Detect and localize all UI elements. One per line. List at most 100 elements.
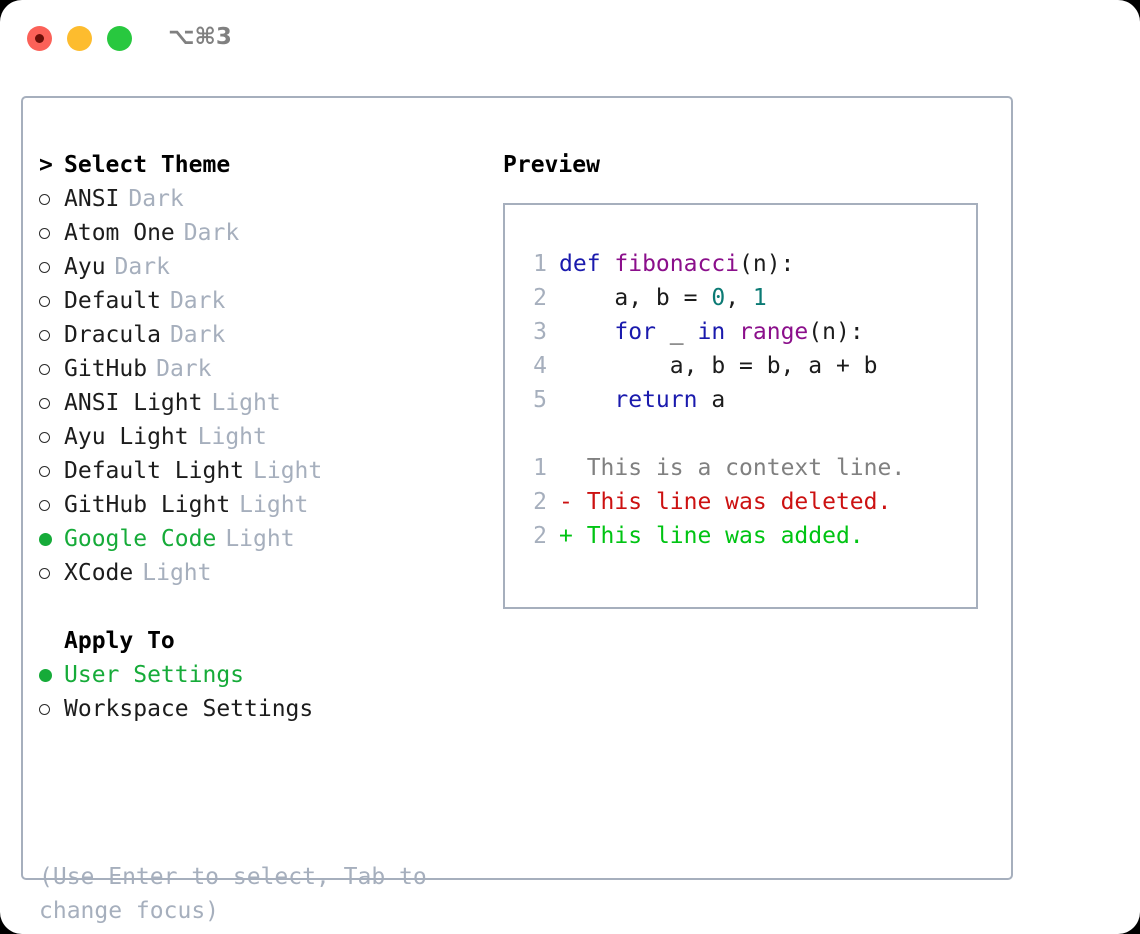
code-token [559, 319, 614, 345]
theme-list-item[interactable]: XCode Light [39, 556, 489, 590]
theme-list-item[interactable]: GitHub Light Light [39, 488, 489, 522]
code-token: in [697, 319, 726, 345]
code-token: a, b = [559, 285, 712, 311]
theme-name-label: Dracula [64, 322, 161, 348]
code-line: 2 a, b = 0, 1 [521, 281, 905, 315]
code-token: return [614, 387, 698, 413]
line-number: 2 [533, 523, 547, 549]
close-icon [35, 34, 44, 43]
theme-list-item[interactable]: GitHub Dark [39, 352, 489, 386]
diff-sign: + [559, 523, 573, 549]
select-theme-heading-label: Select Theme [64, 152, 231, 178]
theme-variant-badge: Dark [169, 288, 226, 314]
code-line: 4 a, b = b, a + b [521, 349, 905, 383]
theme-variant-badge: Light [253, 458, 323, 484]
theme-name-label: XCode [64, 560, 134, 586]
theme-name-label: Atom One [64, 220, 175, 246]
code-line: 5 return a [521, 383, 905, 417]
apply-to-label: Workspace Settings [64, 696, 314, 722]
theme-list-item[interactable]: ANSI Light Light [39, 386, 489, 420]
line-number: 1 [533, 251, 547, 277]
code-token: 0 [711, 285, 726, 311]
theme-list-item[interactable]: Atom One Dark [39, 216, 489, 250]
theme-variant-badge: Dark [114, 254, 170, 280]
code-token [559, 387, 614, 413]
apply-to-heading: Apply To [64, 628, 175, 654]
diff-sign [559, 455, 573, 481]
theme-variant-badge: Light [225, 526, 295, 552]
code-token: (n): [739, 251, 795, 277]
theme-name-label: ANSI Light [64, 390, 203, 416]
theme-name-label: Ayu Light [64, 424, 189, 450]
apply-to-list-item[interactable]: User Settings [39, 658, 489, 692]
keyboard-shortcut-label: ⌥⌘3 [168, 24, 232, 50]
theme-list-item[interactable]: Dracula Dark [39, 318, 489, 352]
theme-name-label: Default Light [64, 458, 245, 484]
line-number: 5 [533, 387, 547, 413]
list-spacer [39, 590, 489, 624]
line-number: 2 [533, 285, 547, 311]
code-token: (n): [808, 319, 864, 345]
code-token: for [614, 319, 656, 345]
apply-to-list-item[interactable]: Workspace Settings [39, 692, 489, 726]
theme-variant-badge: Light [197, 424, 267, 450]
diff-text: This line was added. [572, 523, 864, 549]
theme-variant-badge: Light [239, 492, 309, 518]
theme-name-label: ANSI [64, 186, 120, 212]
minimize-window-button[interactable] [67, 26, 92, 51]
theme-name-label: Default [64, 288, 161, 314]
theme-variant-badge: Dark [156, 356, 212, 382]
code-token: _ [655, 319, 698, 345]
theme-name-label: Google Code [64, 526, 217, 552]
diff-line: 2 + This line was added. [521, 519, 905, 553]
theme-variant-badge: Dark [169, 322, 226, 348]
keyboard-hint-text: (Use Enter to select, Tab to change focu… [39, 864, 427, 924]
diff-line: 2- This line was deleted. [521, 485, 905, 519]
theme-variant-badge: Dark [128, 186, 184, 212]
line-number: 2 [533, 489, 547, 515]
theme-list-item[interactable]: Default Light Light [39, 454, 489, 488]
theme-name-label: GitHub Light [64, 492, 231, 518]
theme-list-item[interactable]: Ayu Dark [39, 250, 489, 284]
code-token: , [725, 285, 753, 311]
theme-variant-badge: Light [142, 560, 212, 586]
code-token: range [739, 319, 809, 345]
code-token: def [559, 251, 615, 277]
theme-list-item[interactable]: ANSI Dark [39, 182, 489, 216]
title-bar: ⌥⌘3 [0, 0, 1140, 78]
cursor-arrow-icon: > [39, 152, 53, 178]
code-token: a, b = b, a + b [559, 353, 878, 379]
theme-name-label: GitHub [64, 356, 148, 382]
theme-variant-badge: Dark [183, 220, 240, 246]
diff-line: 1 This is a context line. [521, 451, 905, 485]
code-token: fibonacci [614, 251, 740, 277]
line-number: 4 [533, 353, 547, 379]
code-blank-line [521, 417, 905, 451]
theme-list-item[interactable]: Default Dark [39, 284, 489, 318]
apply-to-label: User Settings [64, 662, 245, 688]
select-theme-heading: > Select Theme [39, 148, 489, 182]
line-number: 3 [533, 319, 547, 345]
theme-variant-badge: Light [211, 390, 281, 416]
theme-list-item[interactable]: Ayu Light Light [39, 420, 489, 454]
maximize-window-button[interactable] [107, 26, 132, 51]
code-line: 3 for _ in range(n): [521, 315, 905, 349]
theme-list-item[interactable]: Google Code Light [39, 522, 489, 556]
code-token: 1 [752, 285, 767, 311]
preview-heading: Preview [503, 152, 600, 178]
code-token: a [697, 387, 726, 413]
theme-name-label: Ayu [64, 254, 106, 280]
code-line: 1 def fibonacci(n): [521, 247, 905, 281]
diff-text: This is a context line. [572, 455, 906, 481]
line-number: 1 [533, 455, 547, 481]
diff-sign: - [559, 489, 573, 515]
code-token [725, 319, 739, 345]
